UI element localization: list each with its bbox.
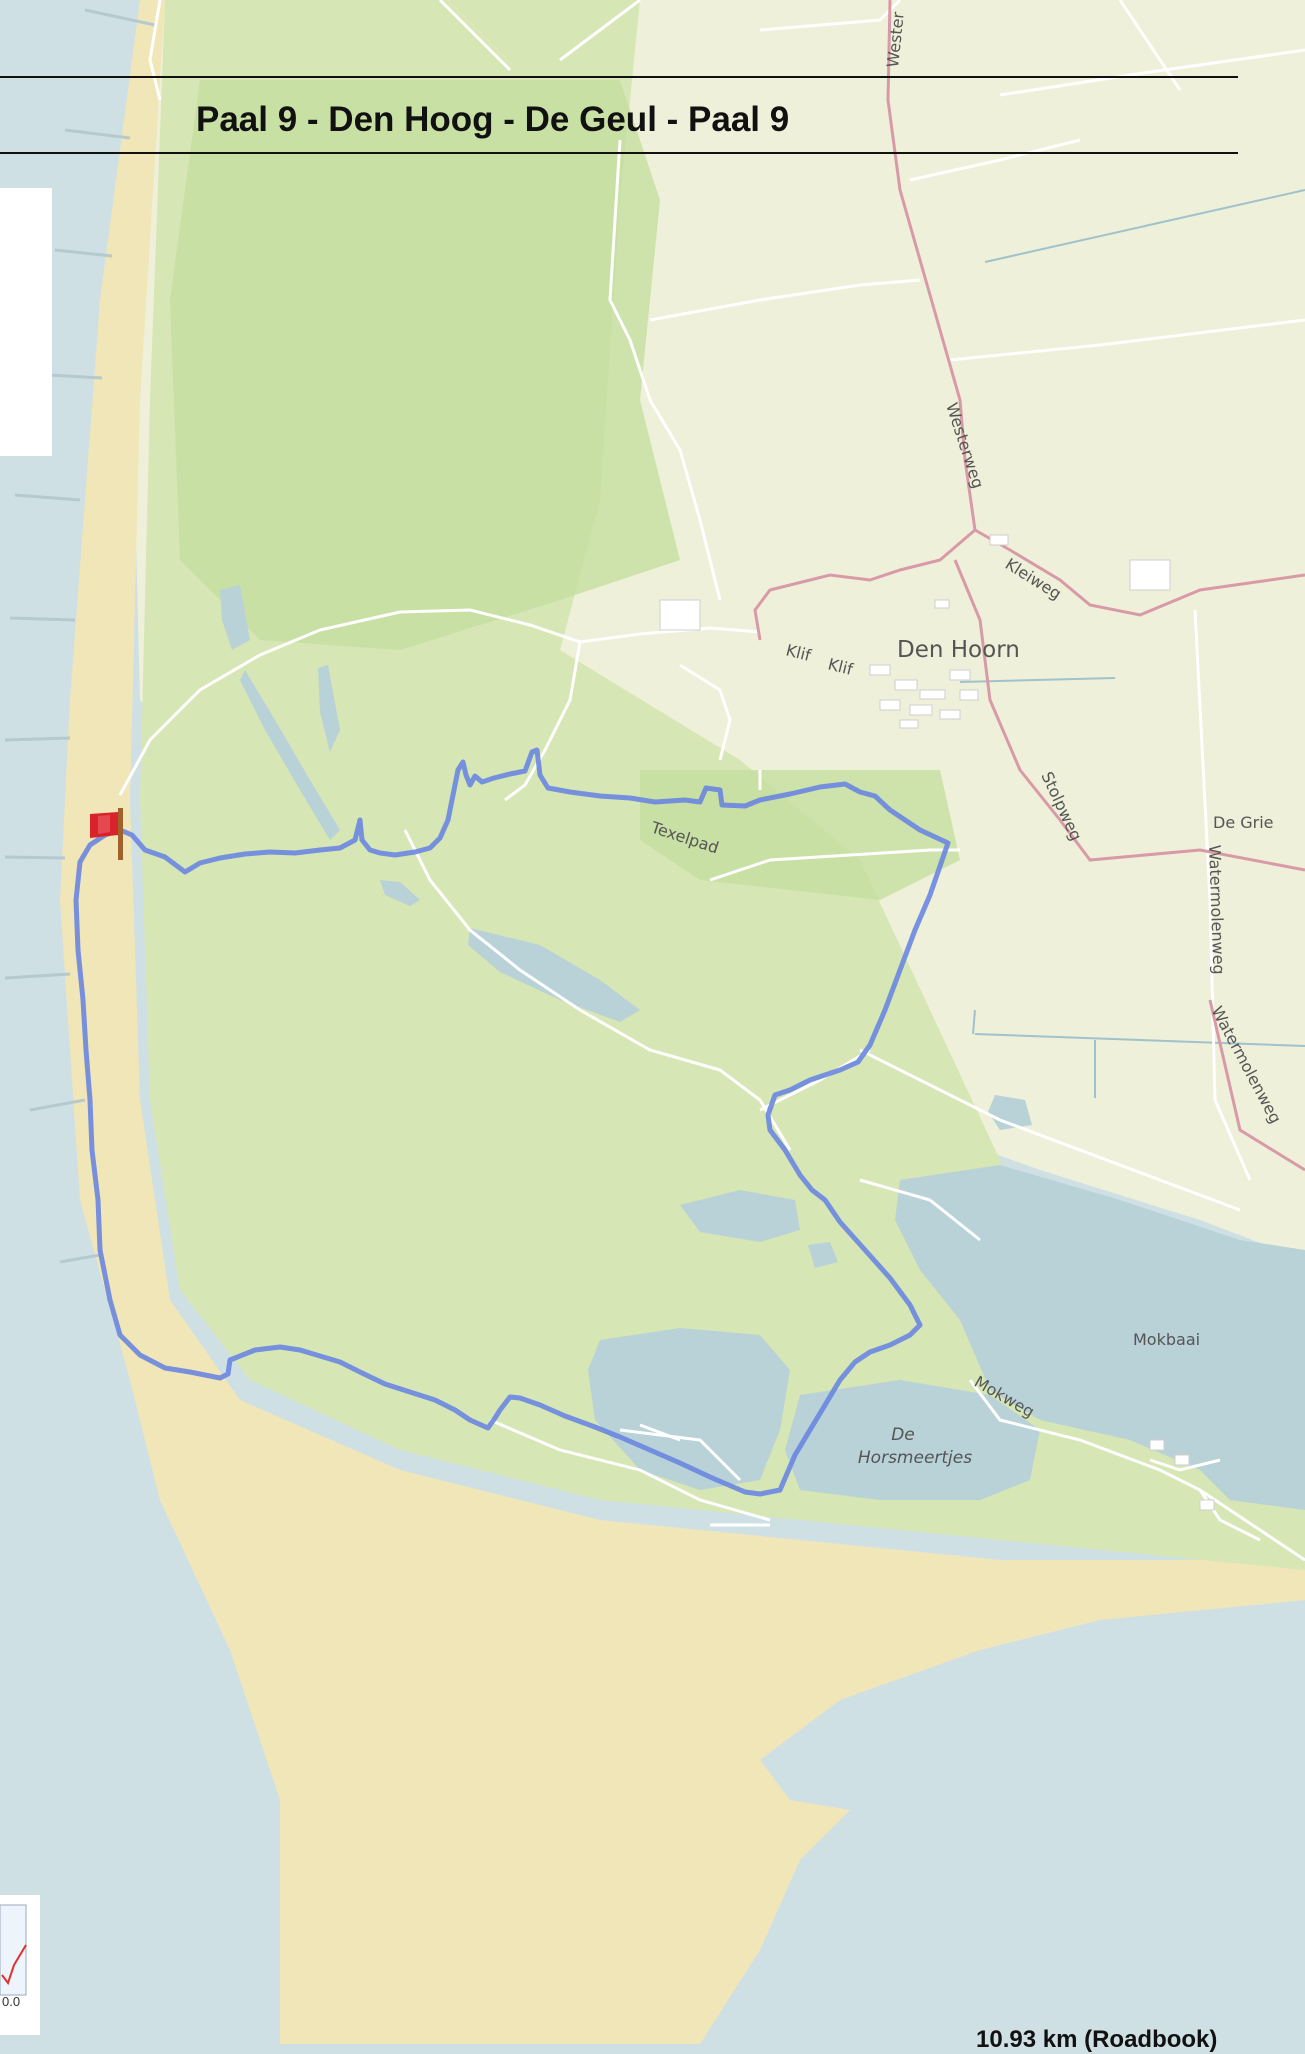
start-flag-icon [90, 808, 123, 860]
place-label: De Grie [1213, 813, 1274, 832]
village-buildings [659, 534, 1215, 1511]
title-band: Paal 9 - Den Hoog - De Geul - Paal 9 [0, 76, 1238, 154]
long-lake [468, 928, 640, 1022]
long-lake-2 [240, 670, 340, 840]
road-label-watermolenweg-1: Watermolenweg [1205, 844, 1229, 974]
beach-area [60, 0, 1305, 2044]
pond-3 [380, 880, 420, 906]
main-roads [753, 0, 1305, 1172]
small-lake-2 [808, 1242, 838, 1268]
side-panel [0, 188, 52, 456]
groynes [4, 8, 156, 1264]
mokbaai-water [895, 1165, 1305, 1510]
lake-label-line1: De [891, 1425, 915, 1445]
forest-area [170, 80, 680, 650]
village-label: Den Hoorn [897, 637, 1020, 663]
elevation-axis-value: 0.0 [2, 1994, 21, 2009]
pond-4 [988, 1095, 1032, 1130]
ditches [959, 189, 1305, 1098]
page-title: Paal 9 - Den Hoog - De Geul - Paal 9 [196, 100, 790, 139]
pond-2 [318, 665, 340, 752]
bay-label: Mokbaai [1133, 1330, 1200, 1349]
horsmeertjes-west [588, 1328, 790, 1490]
route-line [73, 747, 951, 1497]
distance-label: 10.93 km (Roadbook) [976, 2026, 1218, 2053]
lake-label-line2: Horsmeertjes [858, 1448, 972, 1468]
elevation-mini-chart-graphic [0, 1904, 27, 1996]
roads [118, 0, 1305, 1562]
pond [220, 585, 250, 650]
small-lake [680, 1190, 800, 1242]
horsmeertjes-east [785, 1380, 1040, 1500]
elevation-mini-chart[interactable]: 0.0 [0, 1895, 40, 2035]
